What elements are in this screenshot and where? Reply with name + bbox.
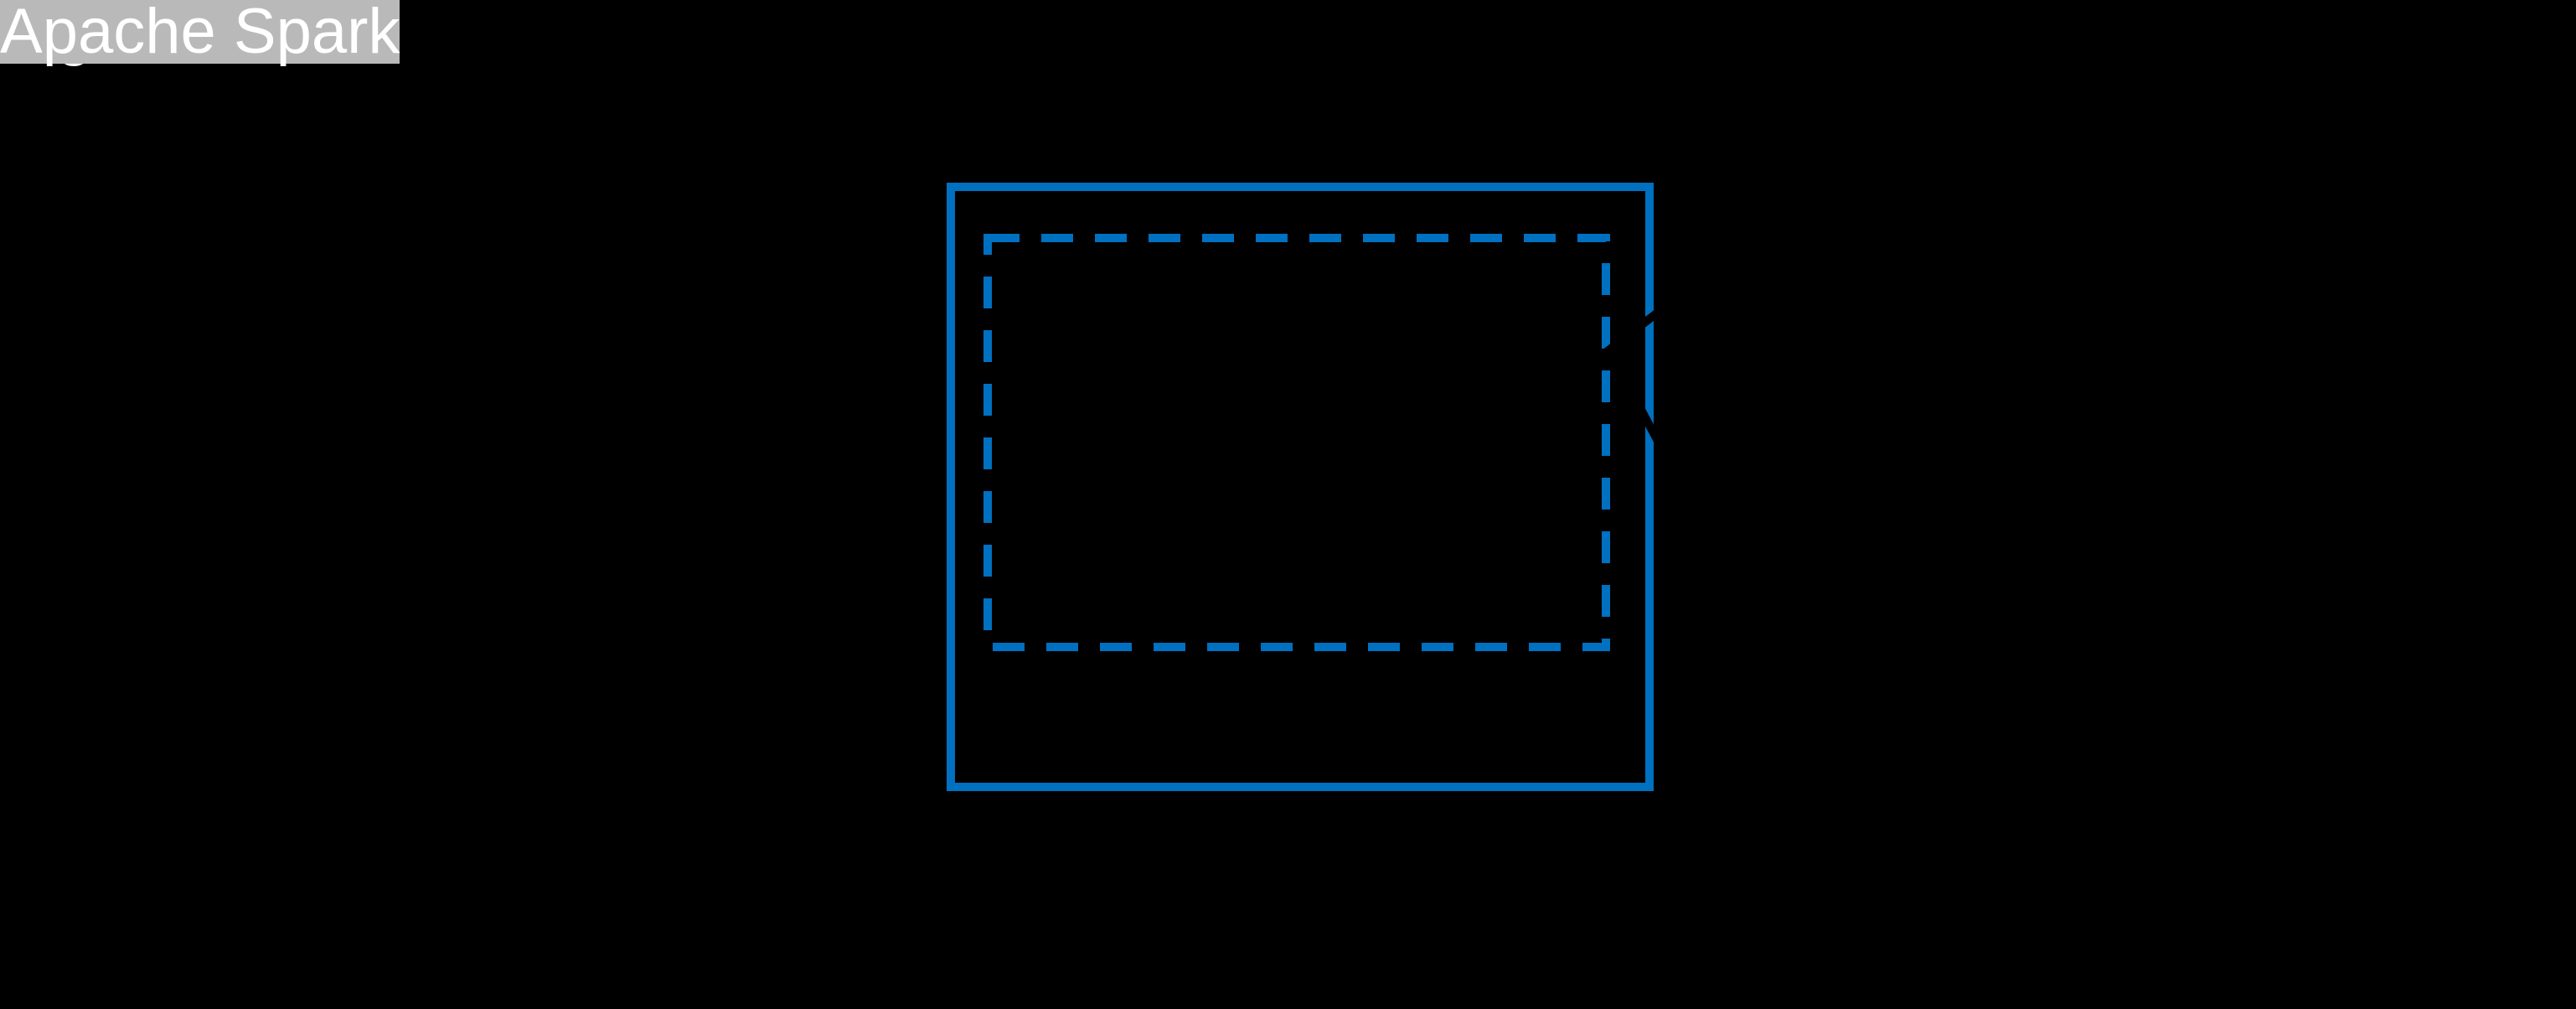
apache-spark-label: Apache Spark	[0, 0, 400, 67]
sgx-enclave-dashed-boundary	[983, 234, 1610, 651]
stack-apache-spark-box: Apache Spark	[0, 0, 400, 64]
host-process-border	[947, 183, 1654, 791]
